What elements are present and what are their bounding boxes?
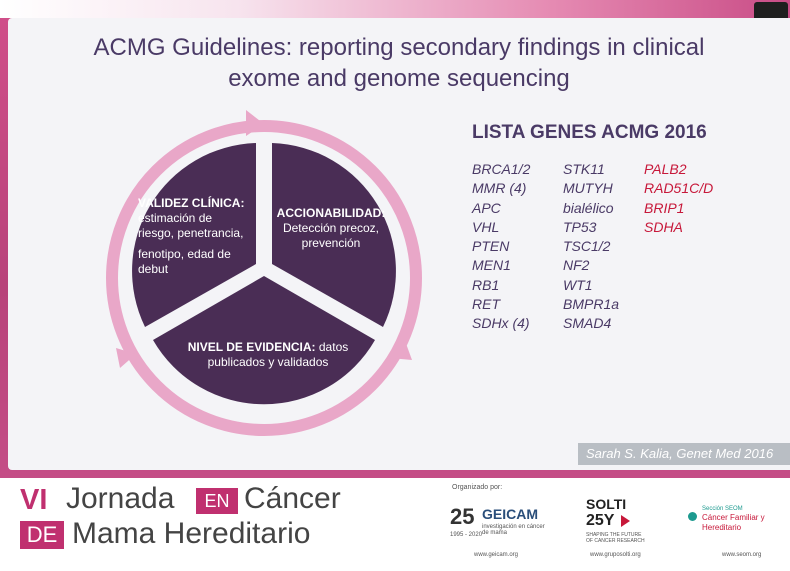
wheel-segment-bottom — [153, 276, 375, 405]
wheel-right-heading: ACCIONABILIDAD: — [276, 206, 386, 220]
banner-jornada: Jornada — [66, 482, 175, 515]
seom-dot-icon — [688, 512, 697, 521]
slide-title-line-2: exome and genome sequencing — [228, 65, 570, 92]
wheel-outer-ring — [106, 120, 422, 436]
organizado-label: Organizado por: — [452, 484, 503, 491]
gene-item: bialélico — [563, 199, 614, 216]
presentation-slide: ACMG Guidelines: reporting secondary fin… — [8, 18, 790, 470]
banner-cancer: Cáncer — [244, 482, 341, 515]
wheel-left-heading: VALIDEZ CLÍNICA: — [138, 196, 245, 210]
gene-item: BMPR1a — [563, 296, 620, 313]
wheel-arrow-right — [390, 338, 412, 360]
sponsor-logos: Organizado por: 25 GEICAM investigación … — [440, 478, 790, 571]
gene-item: MEN1 — [472, 257, 511, 274]
gene-item: RB1 — [472, 276, 500, 293]
gene-item: STK11 — [563, 161, 605, 177]
wheel-bottom-line-2: publicados y validados — [207, 355, 329, 369]
gene-item-new: BRIP1 — [644, 199, 685, 216]
acmg-criteria-wheel — [106, 110, 422, 436]
gene-item-new: RAD51C/D — [644, 180, 714, 197]
gene-item-new: PALB2 — [644, 161, 687, 177]
gene-list-title: LISTA GENES ACMG 2016 — [472, 122, 707, 143]
gene-item: VHL — [472, 218, 500, 235]
wheel-bottom-rest: datos — [315, 340, 349, 354]
frame-top-band — [0, 0, 790, 18]
gene-item: MUTYH — [563, 180, 613, 197]
wheel-left-line-2: riesgo, penetrancia, — [138, 226, 244, 240]
wheel-left-text: VALIDEZ CLÍNICA: estimación de riesgo, p… — [138, 196, 256, 277]
wheel-bottom-text: NIVEL DE EVIDENCIA: datos publicados y v… — [168, 340, 368, 370]
gene-item: PTEN — [472, 238, 510, 255]
gene-column-1: BRCA1/2 MMR (4) APC VHL PTEN MEN1 RB1 RE… — [472, 160, 530, 334]
banner-vi: VI — [20, 484, 48, 516]
banner-en: EN — [196, 488, 238, 514]
gene-item: MMR (4) — [472, 180, 527, 197]
gene-item: TP53 — [563, 218, 597, 235]
slide-title-line-1: ACMG Guidelines: reporting secondary fin… — [93, 34, 705, 61]
solti-number: 25Y — [586, 512, 615, 529]
slide-title: ACMG Guidelines: reporting secondary fin… — [8, 32, 790, 94]
seom-url: www.seom.org — [722, 552, 762, 558]
gene-column-2: STK11 MUTYH bialélico TP53 TSC1/2 NF2 WT… — [563, 160, 619, 334]
geicam-name: GEICAM — [482, 506, 538, 522]
wheel-arrow-left — [116, 348, 136, 368]
wheel-segment-right — [272, 143, 396, 327]
wheel-segment-left — [132, 143, 256, 327]
gene-item-new: SDHA — [644, 218, 683, 235]
solti-subtitle: SHAPING THE FUTURE OF CANCER RESEARCH — [586, 532, 645, 544]
gene-item: NF2 — [563, 257, 590, 274]
solti-name: SOLTI — [586, 496, 627, 512]
gene-item: SDHx (4) — [472, 315, 530, 332]
seom-section: Sección SEOM — [702, 506, 743, 512]
gene-item: WT1 — [563, 276, 593, 293]
gene-item: SMAD4 — [563, 315, 612, 332]
seom-line-2: Hereditario — [702, 523, 742, 532]
citation: Sarah S. Kalia, Genet Med 2016 — [578, 443, 790, 465]
gene-item: TSC1/2 — [563, 238, 611, 255]
geicam-years: 1995 - 2020 — [450, 532, 483, 538]
geicam-url: www.geicam.org — [474, 552, 519, 558]
wheel-left-line-1: estimación de — [138, 211, 213, 225]
wheel-left-line-4: debut — [138, 262, 169, 276]
wheel-right-line-1: Detección precoz, — [282, 221, 380, 235]
wheel-bottom-heading: NIVEL DE EVIDENCIA: — [187, 340, 316, 354]
gene-item: BRCA1/2 — [472, 161, 531, 177]
solti-url: www.gruposolti.org — [590, 552, 641, 558]
gene-column-3: PALB2 RAD51C/D BRIP1 SDHA — [644, 160, 713, 237]
wheel-left-line-3: fenotipo, edad de — [138, 247, 231, 261]
seom-line-1: Cáncer Familiar y — [702, 513, 765, 522]
gene-item: RET — [472, 296, 500, 313]
wheel-arrow-top — [246, 110, 264, 136]
geicam-subtitle: investigación en cáncer de mama — [482, 524, 545, 536]
banner-de: DE — [20, 521, 64, 549]
geicam-number: 25 — [450, 504, 475, 529]
wheel-right-line-2: prevención — [301, 236, 361, 250]
banner-mama-hereditario: Mama Hereditario — [72, 517, 311, 550]
gene-item: APC — [472, 199, 501, 216]
wheel-right-text: ACCIONABILIDAD: Detección precoz, preven… — [270, 206, 392, 251]
solti-arrow-icon — [621, 515, 630, 527]
